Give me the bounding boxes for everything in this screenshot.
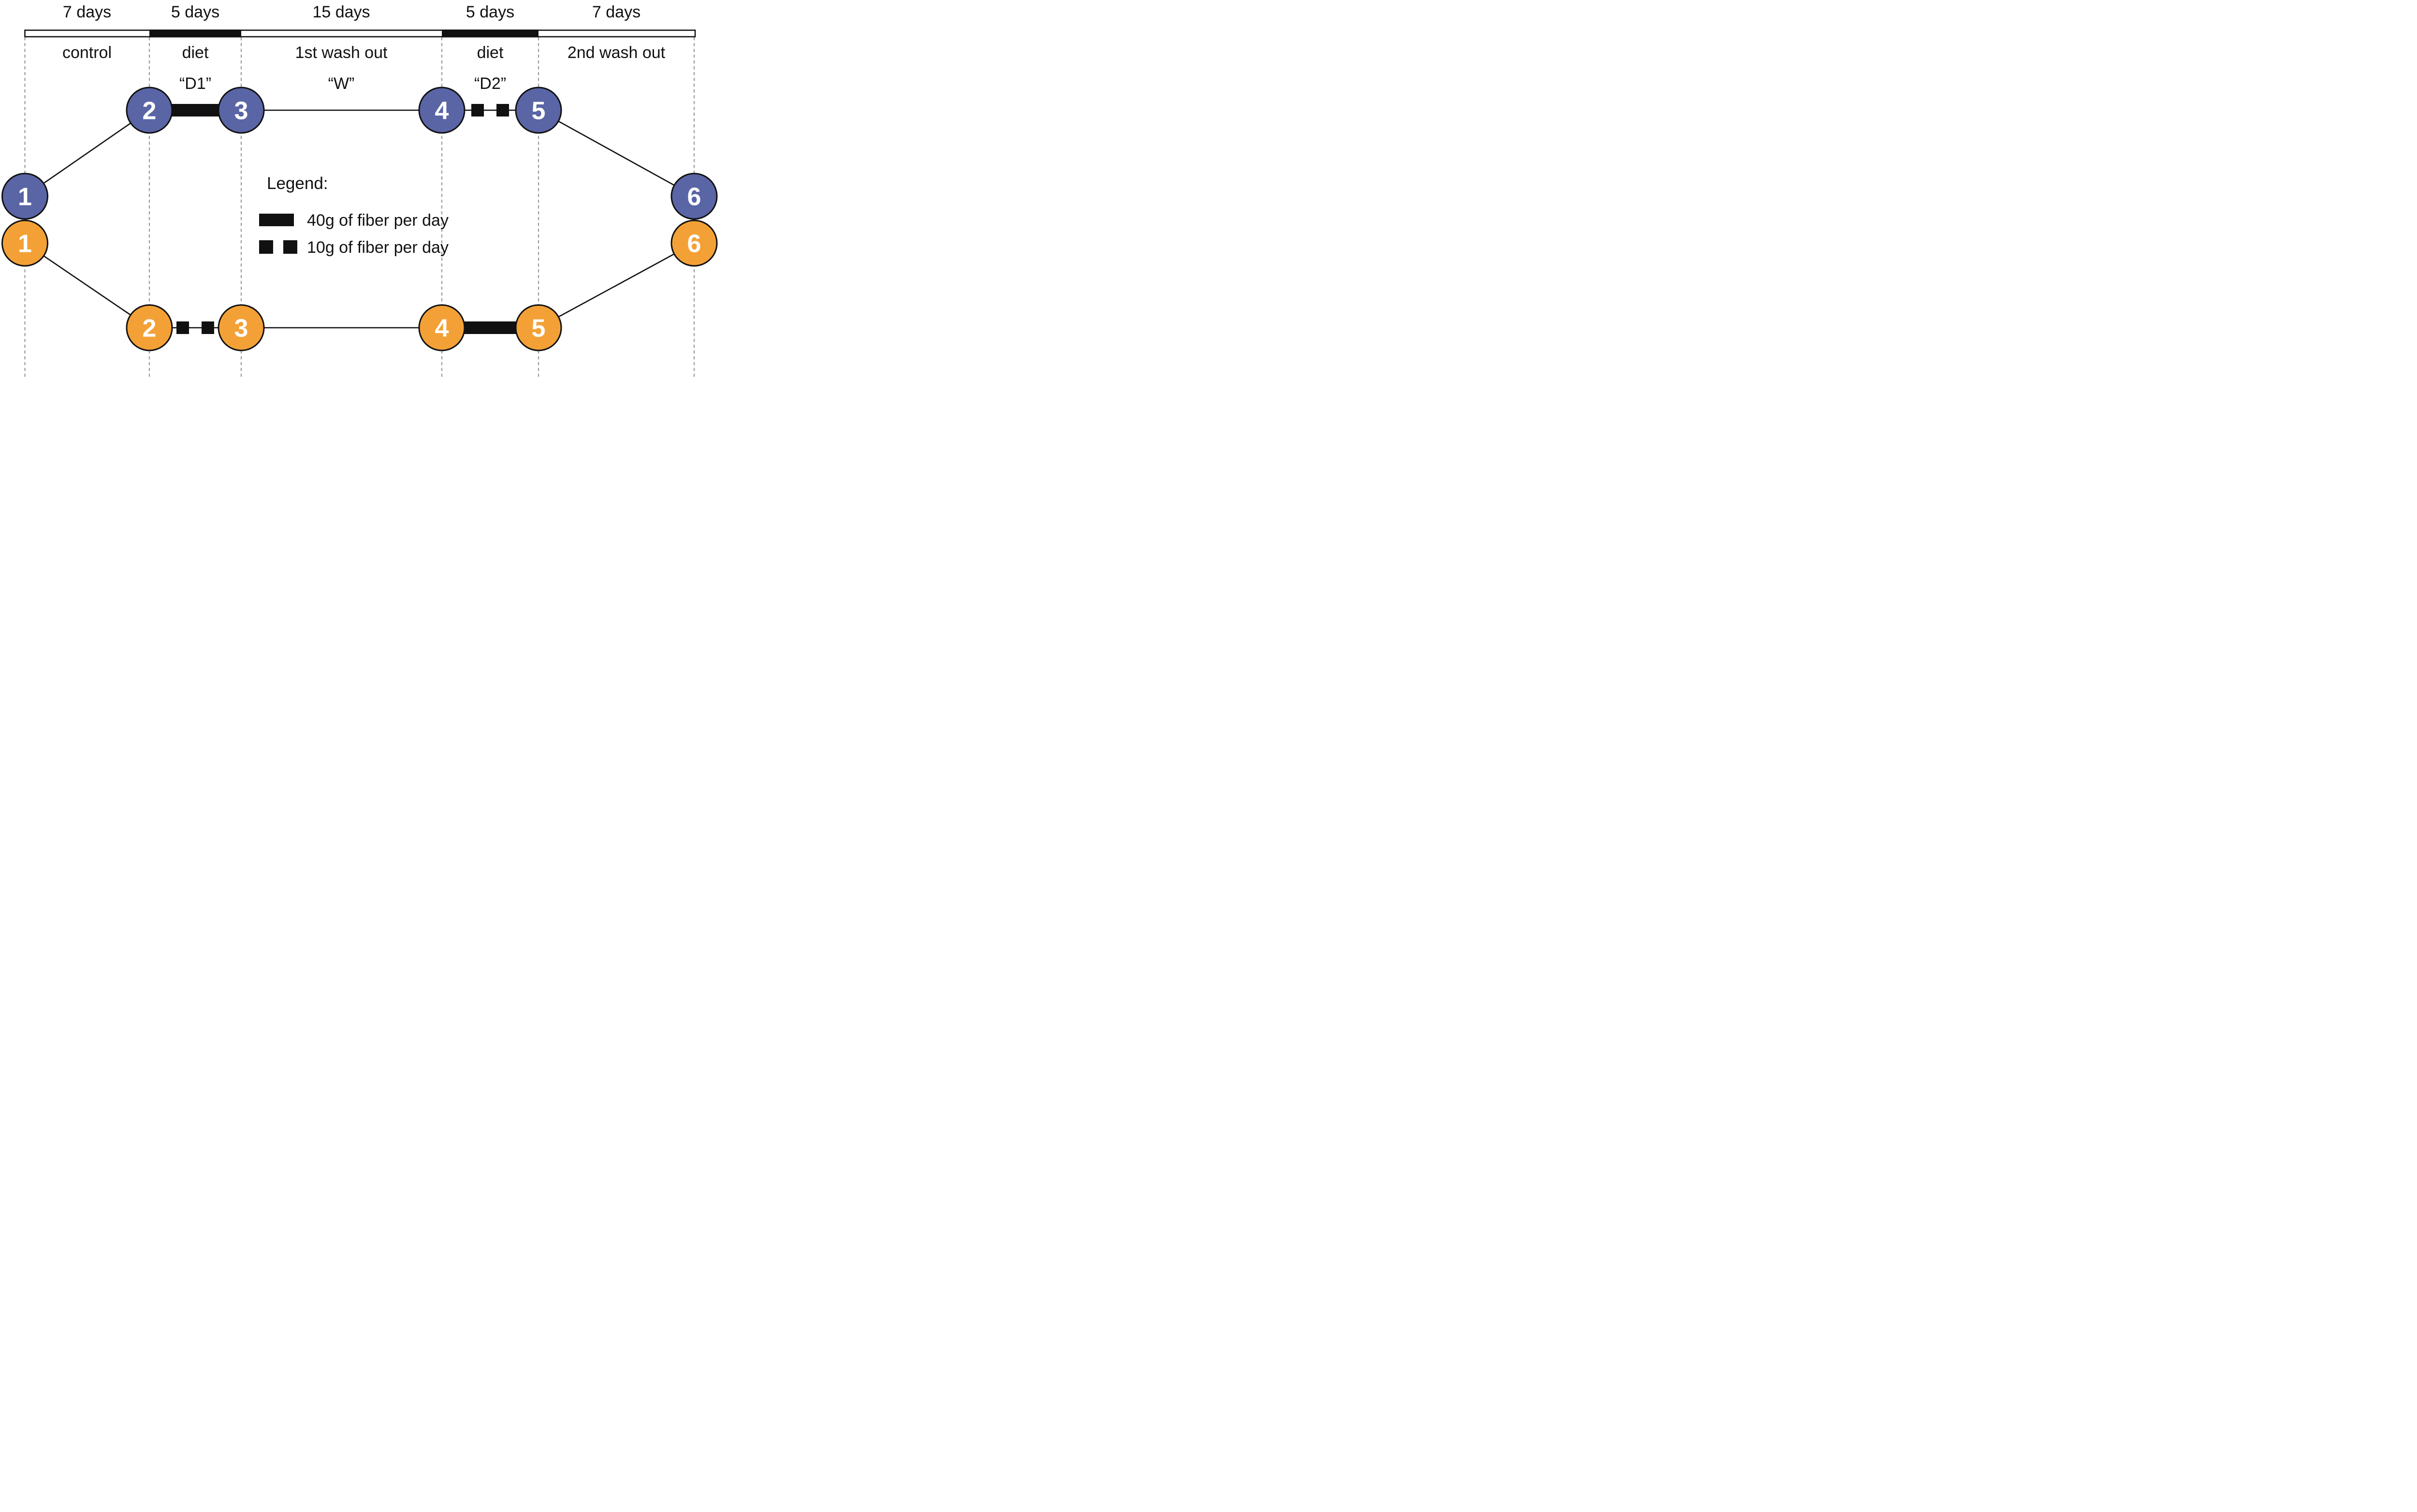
duration-label-washout2: 7 days (592, 3, 641, 21)
arm-connector-line (538, 242, 695, 329)
duration-label-diet2: 5 days (466, 3, 515, 21)
legend-10g-square-icon (259, 240, 273, 254)
duration-label-control: 7 days (62, 3, 112, 21)
legend-40g-label: 40g of fiber per day (307, 211, 449, 230)
arm-connector-line (538, 109, 695, 197)
duration-label-diet1: 5 days (171, 3, 220, 21)
visit-node-blue-2 (126, 87, 173, 134)
phase-code-d2: “D2” (474, 74, 507, 93)
fiber-10g-square (471, 104, 484, 116)
phase-label-diet1: diet (182, 44, 209, 62)
phase-label-diet2: diet (477, 44, 504, 62)
fiber-10g-square (176, 321, 189, 334)
visit-node-orange-4 (418, 304, 466, 351)
crossover-study-figure: 7 days 5 days 15 days 5 days 7 days 1 2 3 4… (0, 0, 720, 378)
visit-node-blue-3 (218, 87, 265, 134)
phase-label-washout2: 2nd wash out (567, 44, 666, 62)
visit-node-orange-1 (1, 219, 48, 267)
visit-node-orange-5 (515, 304, 562, 351)
legend-40g-bar-swatch (259, 214, 294, 226)
visit-node-blue-4 (418, 87, 466, 134)
legend-10g-label: 10g of fiber per day (307, 238, 449, 257)
visit-node-orange-2 (126, 304, 173, 351)
legend-10g-square-icon (283, 240, 297, 254)
visit-node-number-orange-4: 4 (435, 315, 449, 343)
visit-node-number-orange-2: 2 (143, 315, 157, 343)
visit-node-number-orange-1: 1 (18, 230, 32, 258)
visit-node-number-blue-2: 2 (143, 97, 157, 125)
duration-label-washout1: 15 days (312, 3, 370, 21)
visit-node-orange-6 (670, 219, 718, 267)
timeline-and-arms-drawing: 1 2 3 4 5 6 1 2 3 4 5 6 (1, 29, 718, 378)
visit-node-number-orange-3: 3 (234, 315, 248, 343)
phase-code-d1: “D1” (179, 74, 212, 93)
arm-connector-line (24, 109, 150, 197)
phase-code-w: “W” (328, 74, 355, 93)
visit-node-number-blue-6: 6 (687, 183, 701, 211)
visit-node-number-blue-3: 3 (234, 97, 248, 125)
timeline-diet-segment (149, 29, 241, 38)
visit-node-blue-6 (670, 173, 718, 220)
fiber-10g-square (202, 321, 214, 334)
fiber-10g-square (496, 104, 509, 116)
timeline-diet-segment (442, 29, 539, 38)
timeline-bar (24, 29, 696, 38)
visit-node-orange-3 (218, 304, 265, 351)
phase-label-washout1: 1st wash out (295, 44, 388, 62)
visit-node-blue-1 (1, 173, 48, 220)
visit-node-number-orange-5: 5 (532, 315, 546, 343)
visit-node-number-orange-6: 6 (687, 230, 701, 258)
phase-label-control: control (62, 44, 112, 62)
legend-title: Legend: (267, 174, 328, 193)
visit-node-number-blue-1: 1 (18, 183, 32, 211)
visit-node-number-blue-4: 4 (435, 97, 449, 125)
legend-10g-squares-swatch (259, 240, 299, 254)
arm-connector-line (24, 242, 150, 329)
visit-node-blue-5 (515, 87, 562, 134)
visit-node-number-blue-5: 5 (532, 97, 546, 125)
